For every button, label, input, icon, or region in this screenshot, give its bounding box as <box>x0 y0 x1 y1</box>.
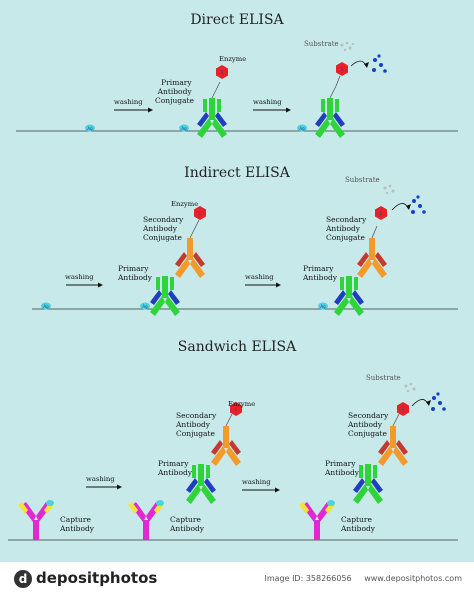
svg-text:E: E <box>221 70 224 75</box>
antigen <box>46 500 54 506</box>
antigen <box>327 500 335 506</box>
svg-text:washing: washing <box>245 273 274 281</box>
svg-text:Ag: Ag <box>181 126 187 131</box>
antigen <box>156 500 164 506</box>
svg-text:Ag: Ag <box>87 126 93 131</box>
antigen: Ag <box>179 124 189 132</box>
reaction-arrow <box>411 399 429 407</box>
svg-text:E: E <box>235 407 238 412</box>
capture-antibody <box>18 502 54 540</box>
svg-text:E: E <box>199 211 202 216</box>
svg-text:washing: washing <box>65 273 94 281</box>
product-molecules <box>372 54 387 73</box>
secondary-antibody <box>357 238 387 278</box>
label-enzyme: Enzyme <box>219 55 246 63</box>
svg-text:Ag: Ag <box>43 304 49 309</box>
svg-text:E: E <box>380 211 383 216</box>
title-sandwich: Sandwich ELISA <box>178 339 297 355</box>
svg-text:Ag: Ag <box>299 126 305 131</box>
product-molecules <box>431 392 446 411</box>
reaction-arrow <box>391 203 409 211</box>
label-secondary-antibody-conjugate: Secondary Antibody Conjugate <box>325 215 369 242</box>
washing-arrow: washing <box>245 273 281 288</box>
label-capture-antibody: Capture Antibody <box>169 515 205 533</box>
capture-antibody <box>299 502 335 540</box>
enzyme: E <box>336 62 348 76</box>
enzyme: E <box>375 206 387 220</box>
elisa-illustration: Direct ELISA Ag washing Primary Antibody… <box>8 12 458 541</box>
svg-text:washing: washing <box>242 478 271 486</box>
label-enzyme: Enzyme <box>171 200 198 208</box>
washing-arrow: washing <box>86 475 122 490</box>
antigen: Ag <box>140 302 150 310</box>
label-secondary-antibody-conjugate: Secondary Antibody Conjugate <box>347 411 391 438</box>
label-primary-antibody: Primary Antibody <box>157 459 193 477</box>
washing-arrow: washing <box>242 478 280 493</box>
product-molecules <box>411 195 426 214</box>
primary-antibody <box>334 276 364 316</box>
enzyme: E <box>216 65 228 79</box>
reaction-arrow <box>350 60 367 67</box>
substrate-molecules <box>404 382 416 393</box>
substrate-molecules <box>340 41 355 52</box>
svg-text:washing: washing <box>86 475 115 483</box>
label-capture-antibody: Capture Antibody <box>59 515 95 533</box>
label-enzyme: Enzyme <box>228 400 255 408</box>
svg-text:washing: washing <box>253 98 282 106</box>
label-primary-antibody: Primary Antibody <box>117 264 153 282</box>
label-primary-antibody: Primary Antibody <box>302 264 338 282</box>
svg-text:E: E <box>402 407 405 412</box>
label-substrate: Substrate <box>304 40 339 48</box>
label-primary-antibody-conjugate: Primary Antibody Conjugate <box>155 78 195 105</box>
washing-arrow: washing <box>114 98 153 113</box>
antigen: Ag <box>297 124 307 132</box>
primary-antibody <box>197 98 227 138</box>
enzyme: E <box>230 402 242 416</box>
title-direct: Direct ELISA <box>190 12 284 28</box>
enzyme: E <box>397 402 409 416</box>
footer-info: Image ID: 358266056 www.depositphotos.co… <box>254 574 462 583</box>
label-secondary-antibody-conjugate: Secondary Antibody Conjugate <box>175 411 219 438</box>
image-id: Image ID: 358266056 <box>264 574 352 583</box>
label-substrate: Substrate <box>366 374 401 382</box>
svg-text:E: E <box>341 67 344 72</box>
antigen: Ag <box>85 124 95 132</box>
site-url: www.depositphotos.com <box>364 574 462 583</box>
primary-antibody <box>315 98 345 138</box>
svg-text:Ag: Ag <box>142 304 148 309</box>
washing-arrow: washing <box>65 273 103 288</box>
antigen: Ag <box>318 302 328 310</box>
label-secondary-antibody-conjugate: Secondary Antibody Conjugate <box>142 215 186 242</box>
washing-arrow: washing <box>253 98 291 113</box>
label-capture-antibody: Capture Antibody <box>340 515 376 533</box>
label-primary-antibody: Primary Antibody <box>324 459 360 477</box>
capture-antibody <box>128 502 164 540</box>
primary-antibody <box>150 276 180 316</box>
svg-text:Ag: Ag <box>320 304 326 309</box>
secondary-antibody <box>211 426 241 466</box>
svg-text:washing: washing <box>114 98 143 106</box>
antigen: Ag <box>41 302 51 310</box>
title-indirect: Indirect ELISA <box>184 165 291 181</box>
enzyme: E <box>194 206 206 220</box>
secondary-antibody <box>175 238 205 278</box>
substrate-molecules <box>383 184 395 195</box>
label-substrate: Substrate <box>345 176 380 184</box>
